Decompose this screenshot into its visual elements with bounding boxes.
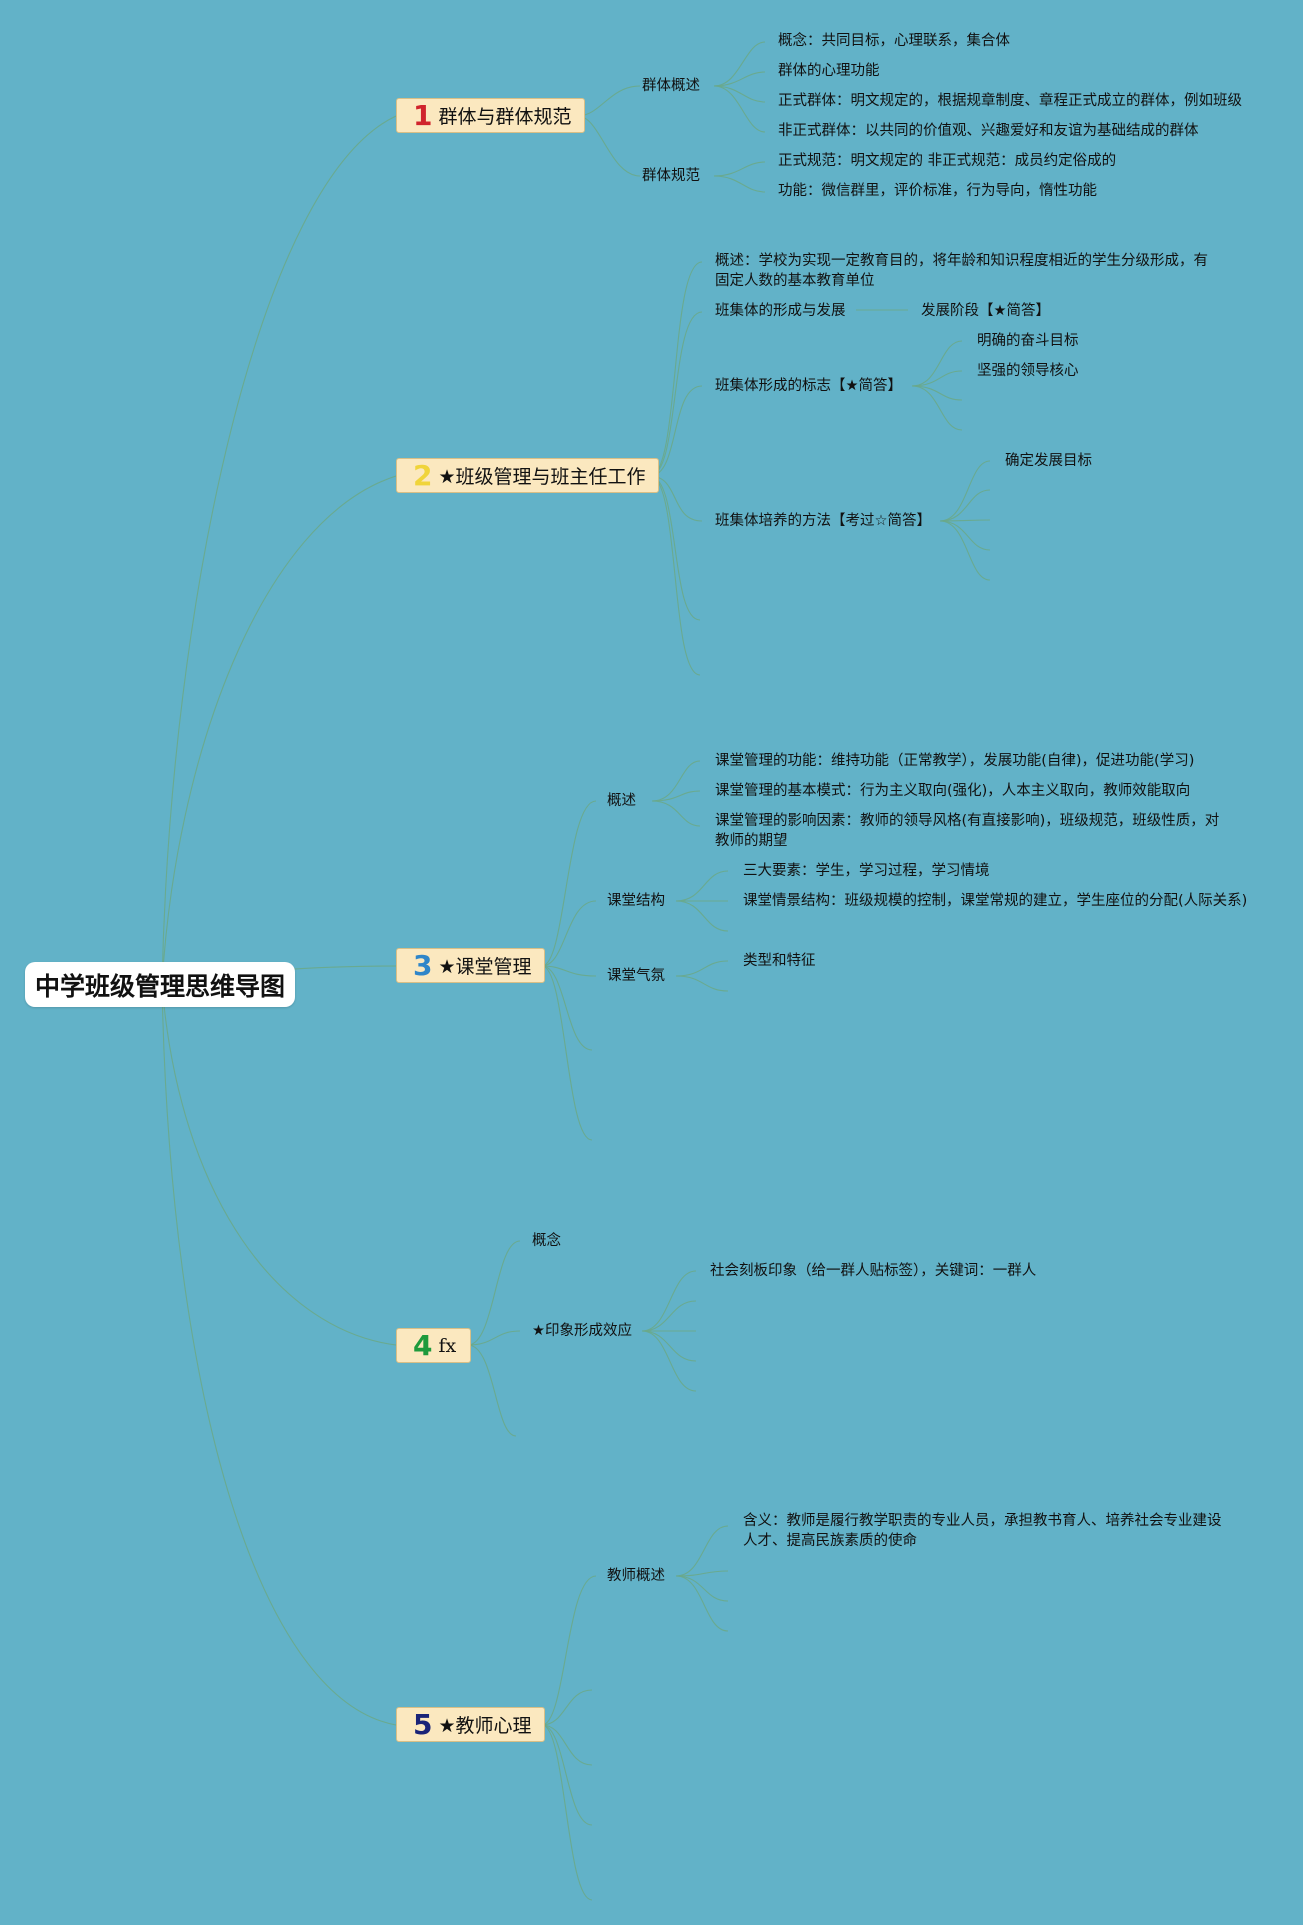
leaf-management-modes[interactable]: 课堂管理的基本模式：行为主义取向(强化)，人本主义取向，教师效能取向 [715, 783, 1191, 799]
leaf-formal-group[interactable]: 正式群体：明文规定的，根据规章制度、章程正式成立的群体，例如班级 [778, 93, 1242, 109]
node-teacher-overview[interactable]: 教师概述 [607, 1568, 665, 1584]
leaf-influence-factors[interactable]: 课堂管理的影响因素：教师的领导风格(有直接影响)，班级规范，班级性质，对教师的期… [715, 813, 1220, 849]
branch-number-1: 1 [413, 98, 433, 132]
branch-label-3: ★课堂管理 [438, 956, 532, 978]
branch-node-1[interactable]: 1 群体与群体规范 [396, 98, 585, 133]
leaf-stereotype[interactable]: 社会刻板印象（给一群人贴标签），关键词：一群人 [710, 1263, 1037, 1279]
link-root-b4 [161, 984, 397, 1346]
node-group-norms[interactable]: 群体规范 [642, 168, 700, 184]
root-node-title[interactable]: 中学班级管理思维导图 [25, 962, 295, 1007]
leaf-development-stage[interactable]: 发展阶段【★简答】 [921, 303, 1050, 319]
node-classroom-climate[interactable]: 课堂气氛 [607, 968, 665, 984]
branch-node-3[interactable]: 3 ★课堂管理 [396, 948, 545, 983]
node-classroom-structure[interactable]: 课堂结构 [607, 893, 665, 909]
branch-node-2[interactable]: 2 ★班级管理与班主任工作 [396, 458, 659, 493]
branch-label-2: ★班级管理与班主任工作 [438, 466, 646, 488]
node-classroom-overview[interactable]: 概述 [607, 793, 636, 809]
node-class-signs[interactable]: 班集体形成的标志【★简答】 [715, 378, 902, 394]
leaf-leadership-core[interactable]: 坚强的领导核心 [977, 363, 1079, 379]
leaf-types-features[interactable]: 类型和特征 [743, 953, 816, 969]
branch-label-4: fx [438, 1334, 457, 1357]
leaf-teacher-definition[interactable]: 含义：教师是履行教学职责的专业人员，承担教书育人、培养社会专业建设人才、提高民族… [743, 1513, 1222, 1549]
branch-number-2: 2 [413, 458, 433, 492]
branch-node-5[interactable]: 5 ★教师心理 [396, 1707, 545, 1742]
leaf-situational-structure[interactable]: 课堂情景结构：班级规模的控制，课堂常规的建立，学生座位的分配(人际关系) [743, 893, 1248, 909]
link-b1-norms [577, 115, 641, 177]
branch-number-4: 4 [413, 1328, 433, 1362]
leaf-three-elements[interactable]: 三大要素：学生，学习过程，学习情境 [743, 863, 990, 879]
branch-number-5: 5 [413, 1707, 433, 1741]
leaf-formal-norms[interactable]: 正式规范：明文规定的 非正式规范：成员约定俗成的 [778, 153, 1117, 169]
link-root-b5 [161, 984, 397, 1726]
branch-label-5: ★教师心理 [438, 1715, 532, 1737]
leaf-group-concept[interactable]: 概念：共同目标，心理联系，集合体 [778, 33, 1010, 49]
leaf-informal-group[interactable]: 非正式群体：以共同的价值观、兴趣爱好和友谊为基础结成的群体 [778, 123, 1199, 139]
leaf-management-functions[interactable]: 课堂管理的功能：维持功能（正常教学），发展功能(自律)，促进功能(学习) [715, 753, 1195, 769]
leaf-set-goals[interactable]: 确定发展目标 [1005, 453, 1092, 469]
branch-label-1: 群体与群体规范 [438, 106, 572, 128]
leaf-group-psych-function[interactable]: 群体的心理功能 [778, 63, 880, 79]
node-class-concept[interactable]: 概述：学校为实现一定教育目的，将年龄和知识程度相近的学生分级形成，有固定人数的基… [715, 253, 1208, 289]
leaf-clear-goal[interactable]: 明确的奋斗目标 [977, 333, 1079, 349]
node-class-methods[interactable]: 班集体培养的方法【考过☆简答】 [715, 513, 931, 529]
leaf-norm-functions[interactable]: 功能：微信群里，评价标准，行为导向，惰性功能 [778, 183, 1097, 199]
branch-number-3: 3 [413, 948, 433, 982]
node-class-formation[interactable]: 班集体的形成与发展 [715, 303, 846, 319]
branch-node-4[interactable]: 4 fx [396, 1328, 472, 1363]
node-impression-effects[interactable]: ★印象形成效应 [532, 1323, 632, 1339]
link-root-b2 [161, 475, 397, 986]
link-b1-overview [577, 85, 641, 117]
node-group-overview[interactable]: 群体概述 [642, 78, 700, 94]
node-impression-concept[interactable]: 概念 [532, 1233, 561, 1249]
link-root-b1 [161, 115, 397, 986]
